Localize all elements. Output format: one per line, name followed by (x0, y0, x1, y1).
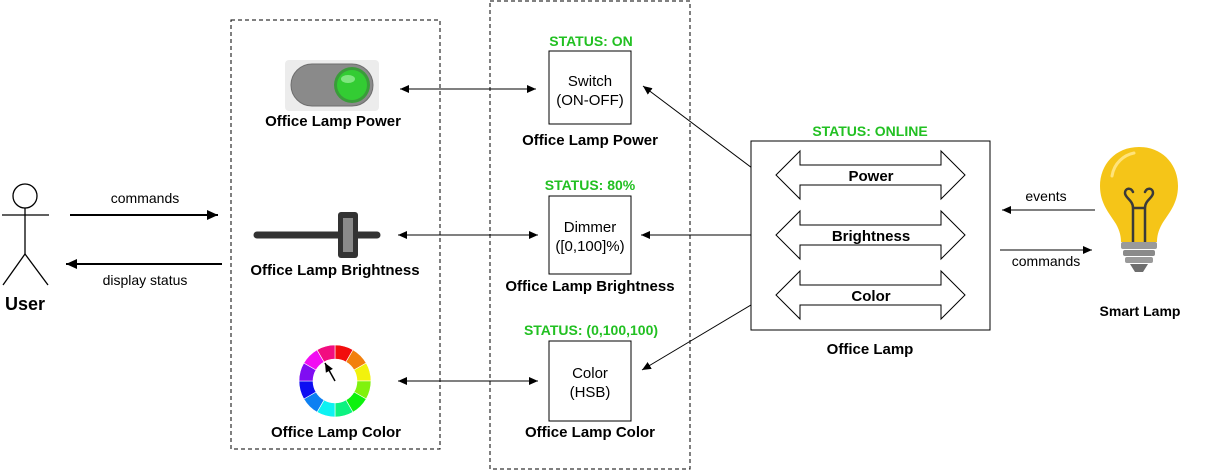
display-status-label: display status (103, 272, 188, 288)
ui-power-label: Office Lamp Power (265, 113, 401, 130)
brightness-item-range: ([0,100]%) (555, 238, 624, 255)
power-item-type: Switch (568, 73, 612, 90)
power-status: STATUS: ON (549, 33, 632, 49)
channel-power-label: Power (848, 168, 893, 185)
color-item-box[interactable] (548, 340, 632, 422)
thing-label: Office Lamp (827, 341, 914, 358)
color-status: STATUS: (0,100,100) (524, 322, 658, 338)
user-label: User (5, 294, 45, 314)
brightness-item-label: Office Lamp Brightness (505, 278, 674, 295)
color-item-type: Color (572, 365, 608, 382)
light-bulb-icon (1100, 147, 1178, 272)
channel-brightness[interactable]: Brightness (775, 209, 966, 261)
device-commands-label: commands (1012, 253, 1080, 269)
channel-brightness-label: Brightness (832, 228, 910, 245)
events-label: events (1025, 188, 1066, 204)
brightness-item-type: Dimmer (564, 219, 617, 236)
ui-color-label: Office Lamp Color (271, 424, 401, 441)
brightness-status: STATUS: 80% (545, 177, 636, 193)
power-item-label: Office Lamp Power (522, 132, 658, 149)
color-wheel-pointer (324, 362, 336, 382)
color-channel-arrow (641, 292, 772, 371)
channel-color-label: Color (851, 288, 890, 305)
brightness-item-box[interactable] (548, 195, 632, 275)
color-item-label: Office Lamp Color (525, 424, 655, 441)
device-label: Smart Lamp (1100, 303, 1181, 319)
user-actor (2, 183, 49, 286)
color-item-range: (HSB) (570, 384, 611, 401)
ui-brightness-label: Office Lamp Brightness (250, 262, 419, 279)
brightness-slider-icon[interactable] (253, 212, 381, 258)
power-toggle-icon[interactable] (285, 60, 379, 111)
color-wheel-icon[interactable] (298, 344, 372, 418)
thing-status: STATUS: ONLINE (812, 123, 927, 139)
channel-color[interactable]: Color (775, 269, 966, 321)
channel-power[interactable]: Power (775, 149, 966, 201)
power-item-box[interactable] (548, 50, 632, 125)
commands-label: commands (111, 190, 179, 206)
power-item-range: (ON-OFF) (556, 92, 623, 109)
